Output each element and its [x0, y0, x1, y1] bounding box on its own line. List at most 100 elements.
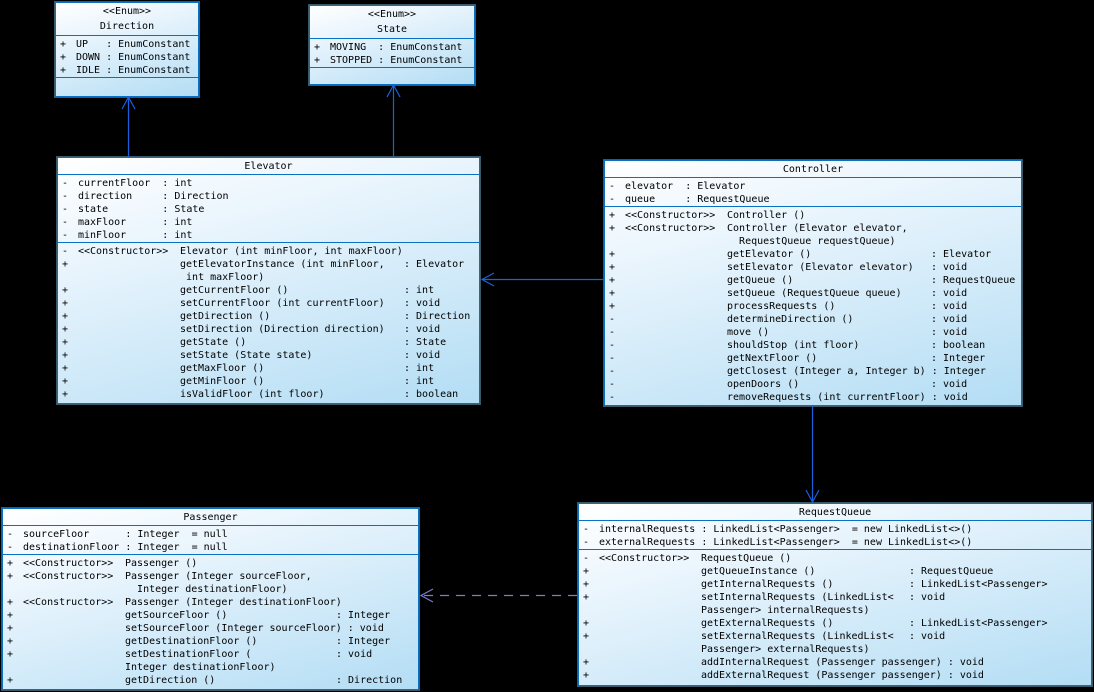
- visibility-marker: +: [62, 311, 69, 322]
- method-signature: getDirection (): [125, 675, 216, 686]
- visibility-marker: +: [7, 597, 14, 608]
- visibility-marker: +: [609, 249, 616, 260]
- visibility-marker: +: [609, 288, 616, 299]
- method-row: - <<Constructor>> RequestQueue (): [583, 552, 1089, 565]
- attributes-section: + UP : EnumConstant + DOWN : EnumConstan…: [56, 35, 198, 77]
- method-signature: getMaxFloor (): [180, 363, 265, 374]
- method-row: + setElevator (Elevator elevator) : void: [609, 261, 1019, 274]
- method-signature: getSourceFloor (): [125, 610, 228, 621]
- method-row: + setCurrentFloor (int currentFloor) : v…: [62, 297, 477, 310]
- visibility-marker: -: [62, 246, 69, 257]
- method-row: + addInternalRequest (Passenger passenge…: [583, 656, 1089, 669]
- attribute-row: - currentFloor : int: [62, 177, 477, 190]
- return-type: : Integer: [336, 636, 391, 647]
- arrow-elevator-to-state[interactable]: [385, 84, 402, 158]
- visibility-marker: +: [62, 363, 69, 374]
- method-signature: addInternalRequest (Passenger passenger): [701, 657, 942, 668]
- method-row: + <<Constructor>> Passenger (Integer sou…: [7, 570, 416, 596]
- method-signature: setCurrentFloor (int currentFloor): [180, 298, 385, 309]
- method-row: + getExternalRequests () : LinkedList<Pa…: [583, 617, 1089, 630]
- method-row: + getDestinationFloor () : Integer: [7, 635, 416, 648]
- return-type: : void: [347, 623, 384, 634]
- method-signature: getClosest (Integer a, Integer b): [727, 366, 926, 377]
- attributes-section: - elevator : Elevator - queue : RequestQ…: [605, 177, 1021, 206]
- return-type: : Direction: [404, 311, 471, 322]
- class-box-state[interactable]: <<Enum>> State + MOVING : EnumConstant +…: [309, 5, 475, 85]
- method-signature: move (): [727, 327, 770, 338]
- method-signature: getElevator (): [727, 249, 812, 260]
- visibility-marker: +: [583, 657, 590, 668]
- attribute-row: - direction : Direction: [62, 190, 477, 203]
- visibility-marker: +: [583, 592, 590, 603]
- visibility-marker: +: [62, 298, 69, 309]
- methods-section: + <<Constructor>> Passenger () + <<Const…: [3, 554, 418, 689]
- method-row: - shouldStop (int floor) : boolean: [609, 339, 1019, 352]
- method-row: + getInternalRequests () : LinkedList<Pa…: [583, 578, 1089, 591]
- constructor-stereotype: <<Constructor>>: [23, 571, 114, 582]
- class-box-requestqueue[interactable]: RequestQueue - internalRequests : Linked…: [578, 503, 1092, 686]
- method-signature: shouldStop (int floor): [727, 340, 860, 351]
- return-type: : boolean: [404, 389, 459, 400]
- constructor-stereotype: <<Constructor>>: [78, 246, 169, 257]
- attribute-row: + UP : EnumConstant: [60, 38, 196, 51]
- class-box-passenger[interactable]: Passenger - sourceFloor : Integer = null…: [2, 508, 419, 690]
- return-type: : Integer: [931, 353, 986, 364]
- method-row: + getElevator () : Elevator: [609, 248, 1019, 261]
- visibility-marker: +: [583, 618, 590, 629]
- return-type: : void: [404, 324, 441, 335]
- method-row: + setExternalRequests (LinkedList< Passe…: [583, 630, 1089, 656]
- attributes-section: - sourceFloor : Integer = null - destina…: [3, 525, 418, 554]
- visibility-marker: +: [583, 631, 590, 642]
- enum-stereotype: <<Enum>>: [367, 9, 417, 20]
- return-type: : void: [909, 592, 946, 603]
- class-box-elevator[interactable]: Elevator - currentFloor : int - directio…: [57, 157, 480, 404]
- attribute-text: externalRequests : LinkedList<Passenger>…: [599, 537, 973, 548]
- visibility-marker: +: [62, 285, 69, 296]
- visibility-marker: -: [583, 537, 590, 548]
- visibility-marker: +: [62, 389, 69, 400]
- arrow-requestqueue-to-passenger-dashed[interactable]: [420, 587, 578, 604]
- return-type: : void: [931, 379, 968, 390]
- attribute-text: UP : EnumConstant: [76, 39, 191, 50]
- class-box-direction[interactable]: <<Enum>> Direction + UP : EnumConstant +…: [55, 2, 199, 97]
- methods-section: - <<Constructor>> RequestQueue () + getQ…: [579, 549, 1091, 685]
- visibility-marker: +: [62, 259, 69, 270]
- arrow-elevator-to-direction[interactable]: [120, 96, 137, 158]
- method-signature: setExternalRequests (LinkedList< Passeng…: [701, 631, 894, 655]
- visibility-marker: +: [583, 579, 590, 590]
- return-type: : void: [336, 649, 373, 660]
- arrow-controller-to-elevator[interactable]: [481, 271, 604, 288]
- visibility-marker: -: [62, 191, 69, 202]
- visibility-marker: -: [7, 529, 14, 540]
- arrow-controller-to-requestqueue[interactable]: [804, 406, 821, 503]
- class-box-controller[interactable]: Controller - elevator : Elevator - queue…: [604, 160, 1022, 406]
- attribute-row: - internalRequests : LinkedList<Passenge…: [583, 523, 1089, 536]
- method-row: + getSourceFloor () : Integer: [7, 609, 416, 622]
- visibility-marker: -: [583, 553, 590, 564]
- class-title: Controller: [782, 164, 844, 175]
- return-type: : void: [404, 350, 441, 361]
- method-row: + addExternalRequest (Passenger passenge…: [583, 669, 1089, 682]
- attributes-section: - currentFloor : int - direction : Direc…: [58, 174, 479, 242]
- methods-section-empty: [56, 77, 198, 96]
- return-type: : void: [931, 288, 968, 299]
- visibility-marker: +: [609, 223, 616, 234]
- visibility-marker: +: [7, 571, 14, 582]
- visibility-marker: -: [609, 366, 616, 377]
- method-signature: determineDirection (): [727, 314, 854, 325]
- methods-section: + <<Constructor>> Controller () + <<Cons…: [605, 206, 1021, 405]
- method-row: - removeRequests (int currentFloor) : vo…: [609, 391, 1019, 404]
- return-type: : void: [931, 262, 968, 273]
- attribute-row: - minFloor : int: [62, 229, 477, 242]
- return-type: : Elevator: [404, 259, 465, 270]
- return-type: : void: [947, 670, 984, 681]
- method-signature: Controller (): [727, 210, 806, 221]
- visibility-marker: -: [583, 524, 590, 535]
- attributes-section: - internalRequests : LinkedList<Passenge…: [579, 520, 1091, 549]
- visibility-marker: +: [583, 670, 590, 681]
- attribute-text: minFloor : int: [78, 230, 193, 241]
- class-title: RequestQueue: [798, 507, 872, 518]
- return-type: : void: [909, 631, 946, 642]
- visibility-marker: +: [7, 636, 14, 647]
- method-signature: setInternalRequests (LinkedList< Passeng…: [701, 592, 894, 616]
